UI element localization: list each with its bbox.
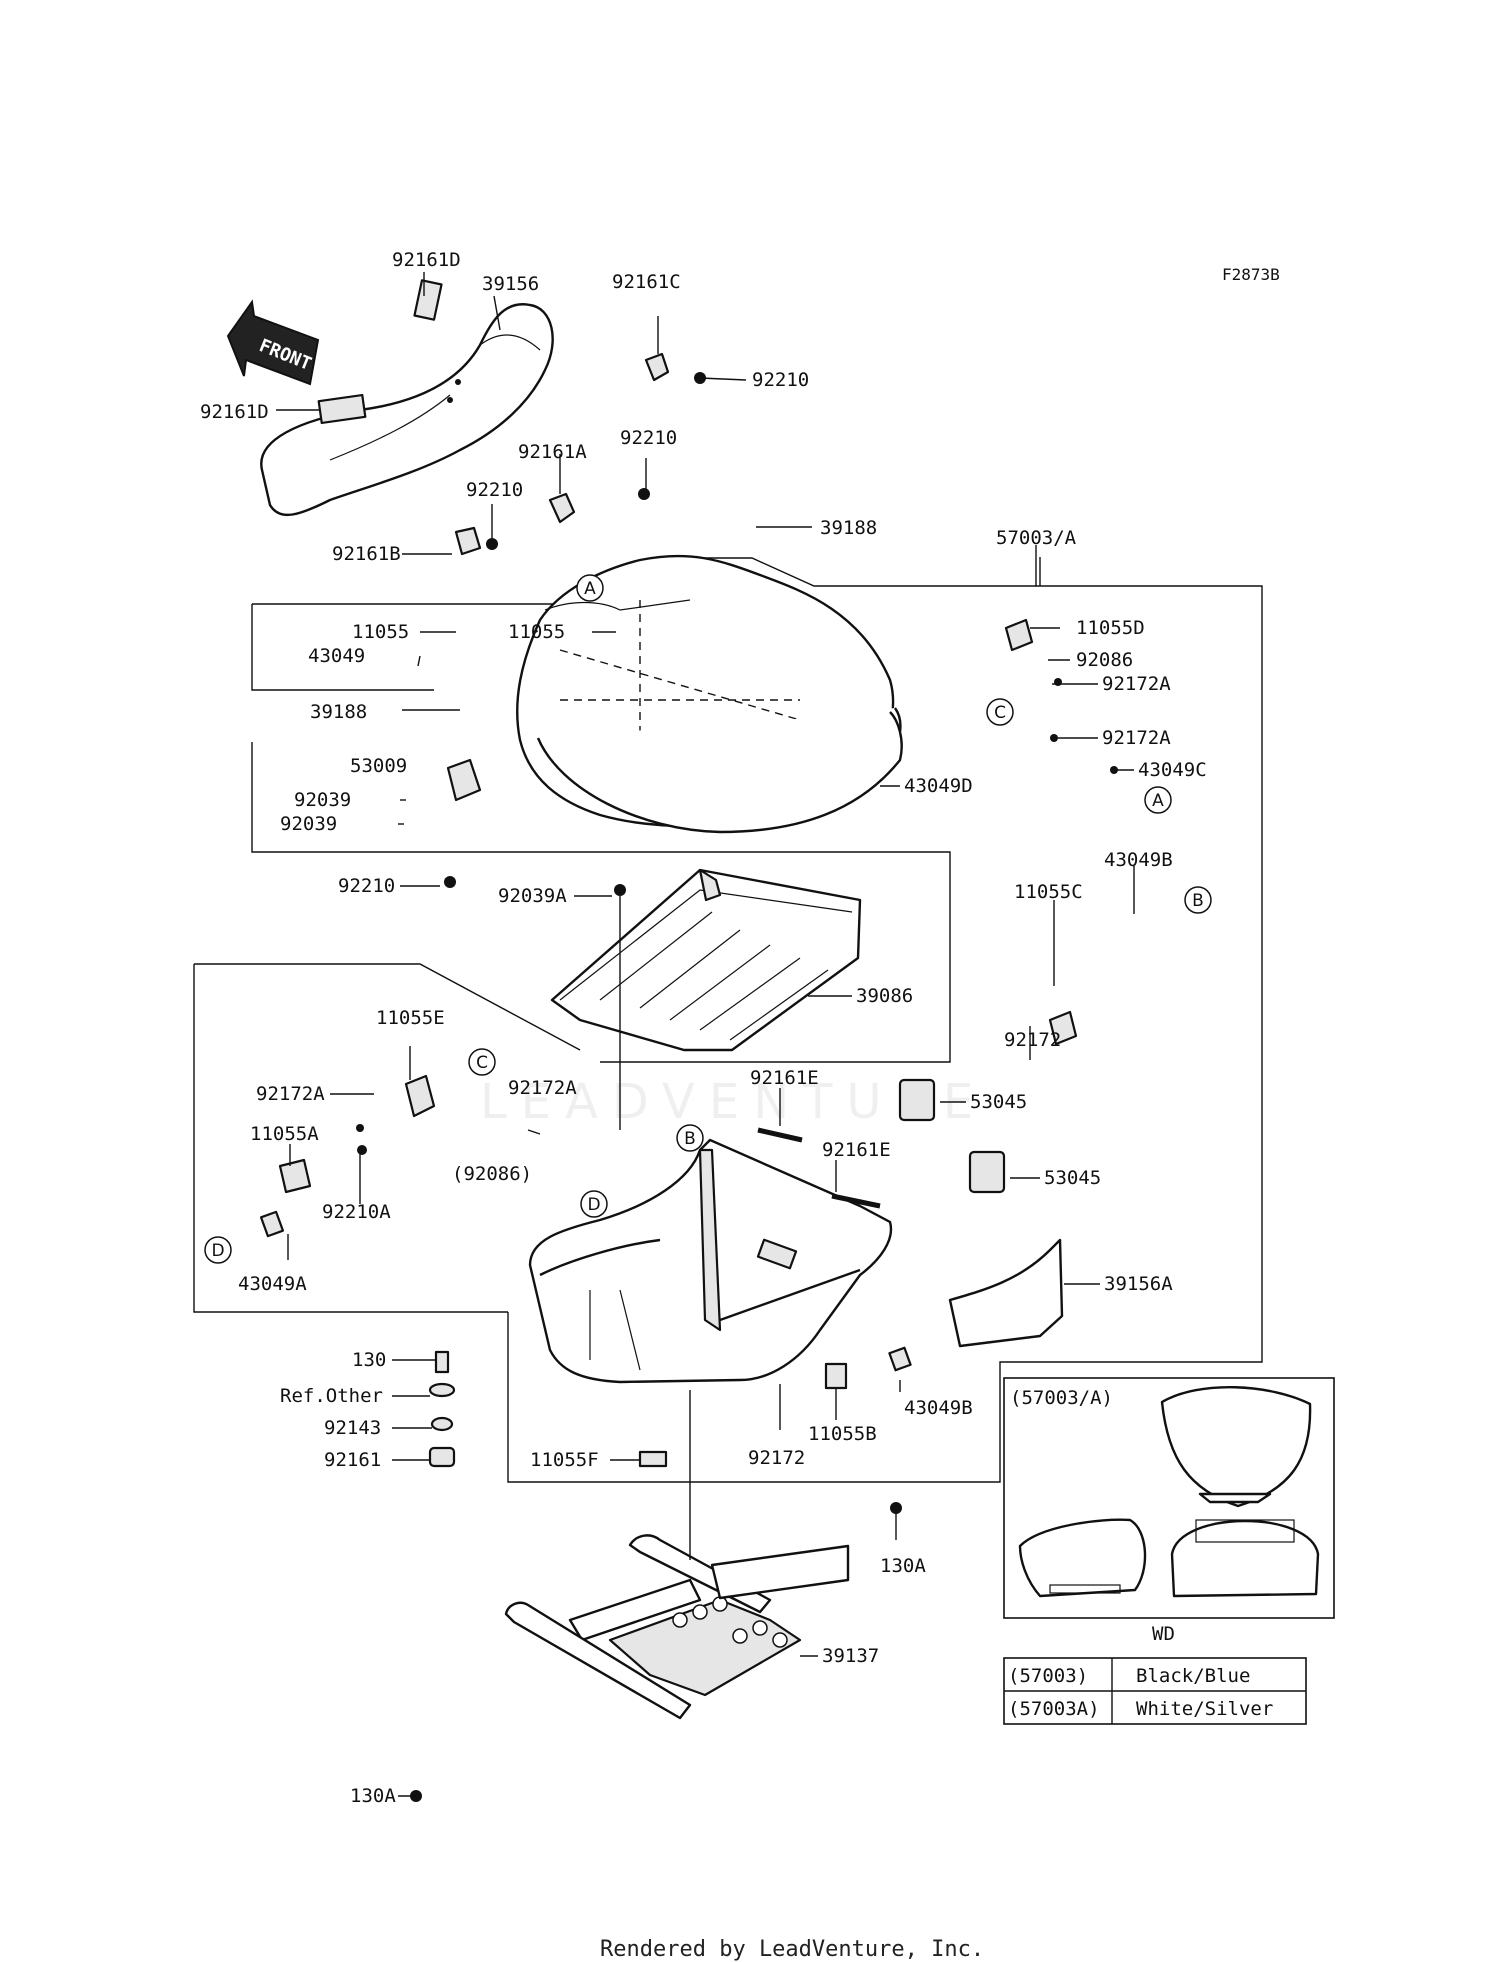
label-92039-a: 92039 [294, 789, 351, 811]
label-92161D-top: 92161D [392, 249, 461, 271]
pad-92161D-left [317, 393, 367, 425]
label-39188-top: 39188 [820, 517, 877, 539]
diagram-code: F2873B [1222, 265, 1280, 284]
footer-credit: Rendered by LeadVenture, Inc. [600, 1937, 984, 1962]
tray-39086 [550, 868, 862, 1052]
label-92161E-a: 92161E [750, 1067, 819, 1089]
label-11055E: 11055E [376, 1007, 445, 1029]
label-11055-mid: 11055 [508, 621, 565, 643]
ref-d-2: D [211, 1241, 224, 1261]
label-43049D: 43049D [904, 775, 973, 797]
pad-92161D-top [413, 279, 443, 321]
label-39086: 39086 [856, 985, 913, 1007]
ref-b-1: B [1192, 891, 1204, 911]
label-39156A: 39156A [1104, 1273, 1173, 1295]
label-11055A: 11055A [250, 1123, 319, 1145]
label-92172A-r2: 92172A [1102, 727, 1171, 749]
label-92161E-b: 92161E [822, 1139, 891, 1161]
lid-cover [516, 554, 903, 834]
label-92161A: 92161A [518, 441, 587, 463]
label-11055B: 11055B [808, 1423, 877, 1445]
label-92172-low: 92172 [748, 1447, 805, 1469]
label-39156: 39156 [482, 273, 539, 295]
leader-lines [276, 272, 1135, 1797]
ref-c-2: C [476, 1053, 488, 1073]
label-57003A: 57003/A [996, 527, 1077, 549]
label-92210-a: 92210 [752, 369, 809, 391]
label-92161: 92161 [324, 1449, 381, 1471]
ref-a-2: A [1152, 791, 1164, 811]
label-53009: 53009 [350, 755, 407, 777]
label-92172-r: 92172 [1004, 1029, 1061, 1051]
color-table: (57003) Black/Blue (57003A) White/Silver [1003, 1657, 1307, 1725]
label-39188-left: 39188 [310, 701, 367, 723]
label-92210-c: 92210 [466, 479, 523, 501]
label-92172A-l: 92172A [256, 1083, 325, 1105]
ref-b-2: B [684, 1129, 696, 1149]
inset-panel: (57003/A) WD [1003, 1377, 1335, 1645]
label-130A-r: 130A [880, 1555, 926, 1577]
part-labels: 92161D 39156 92161D 92161C 92210 92161A … [200, 249, 1207, 1807]
case-body [528, 1138, 893, 1384]
label-92086-paren: (92086) [452, 1163, 532, 1185]
label-43049A: 43049A [238, 1273, 307, 1295]
label-92210-d: 92210 [338, 875, 395, 897]
color-name-1: Black/Blue [1136, 1665, 1250, 1687]
label-11055F: 11055F [530, 1449, 599, 1471]
label-11055D: 11055D [1076, 617, 1145, 639]
watermark: LEADVENTURE [480, 1074, 987, 1130]
label-11055C: 11055C [1014, 881, 1083, 903]
inset-model: WD [1152, 1623, 1175, 1645]
label-11055-left: 11055 [352, 621, 409, 643]
label-92172A-c: 92172A [508, 1077, 577, 1099]
label-92161C: 92161C [612, 271, 681, 293]
label-130: 130 [352, 1349, 386, 1371]
label-92172A-r1: 92172A [1102, 673, 1171, 695]
label-92086: 92086 [1076, 649, 1133, 671]
color-code-2: (57003A) [1008, 1698, 1100, 1720]
hardware [259, 352, 1118, 1802]
label-43049B-low: 43049B [904, 1397, 973, 1419]
label-92161D-left: 92161D [200, 401, 269, 423]
label-92210-b: 92210 [620, 427, 677, 449]
ref-c-1: C [994, 703, 1006, 723]
label-53045-b: 53045 [1044, 1167, 1101, 1189]
flap-39156A [948, 1238, 1064, 1348]
ref-d-1: D [587, 1195, 600, 1215]
label-43049B-top: 43049B [1104, 849, 1173, 871]
ref-a-1: A [584, 579, 596, 599]
color-code-1: (57003) [1008, 1665, 1088, 1687]
label-43049C: 43049C [1138, 759, 1207, 781]
front-arrow-icon: FRONT [226, 299, 320, 386]
label-92143: 92143 [324, 1417, 381, 1439]
label-43049: 43049 [308, 645, 365, 667]
label-53045-a: 53045 [970, 1091, 1027, 1113]
ref-circles: A C A B C B D D [204, 574, 1212, 1264]
label-130A-l: 130A [350, 1785, 396, 1807]
label-92039A: 92039A [498, 885, 567, 907]
label-92161B: 92161B [332, 543, 401, 565]
inset-title: (57003/A) [1010, 1387, 1113, 1409]
label-92210A: 92210A [322, 1201, 391, 1223]
label-92039-b: 92039 [280, 813, 337, 835]
label-39137: 39137 [822, 1645, 879, 1667]
color-name-2: White/Silver [1136, 1698, 1273, 1720]
assembly-lines [193, 545, 1263, 1483]
label-ref-other: Ref.Other [280, 1385, 383, 1407]
carrier-39137 [504, 1534, 850, 1720]
